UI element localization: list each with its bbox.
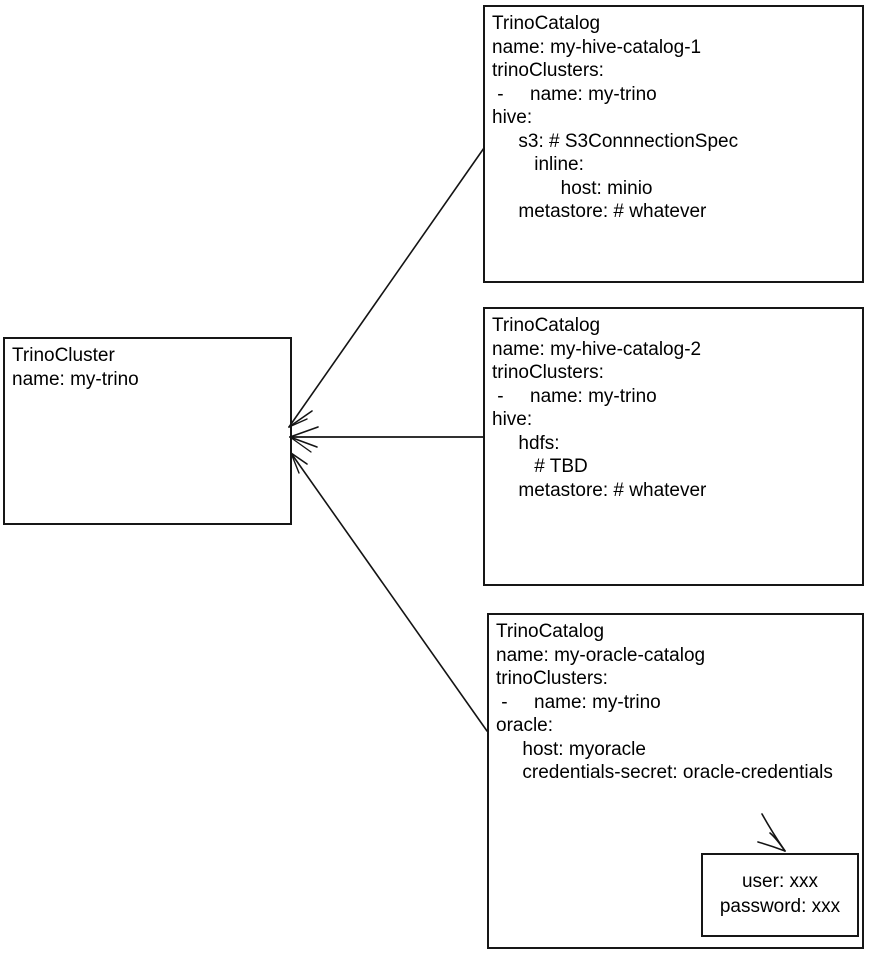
connector-catalog1-cluster [288, 147, 485, 428]
trino-catalog-1-text: TrinoCatalog name: my-hive-catalog-1 tri… [492, 13, 739, 222]
credentials-secret-text: user: xxx password: xxx [719, 871, 841, 917]
trino-catalog-3-node: TrinoCatalog name: my-oracle-catalog tri… [487, 613, 864, 949]
trino-catalog-2-text: TrinoCatalog name: my-hive-catalog-2 tri… [492, 315, 707, 501]
connector-catalog3-cluster [290, 452, 488, 732]
credentials-secret-node: user: xxx password: xxx [701, 853, 859, 937]
connector-catalog2-cluster [289, 426, 485, 453]
trino-cluster-node: TrinoCluster name: my-trino [3, 337, 292, 525]
trino-catalog-3-text: TrinoCatalog name: my-oracle-catalog tri… [496, 621, 833, 783]
trino-cluster-text: TrinoCluster name: my-trino [12, 345, 139, 390]
trino-catalog-1-node: TrinoCatalog name: my-hive-catalog-1 tri… [483, 5, 864, 283]
trino-catalog-2-node: TrinoCatalog name: my-hive-catalog-2 tri… [483, 307, 864, 586]
